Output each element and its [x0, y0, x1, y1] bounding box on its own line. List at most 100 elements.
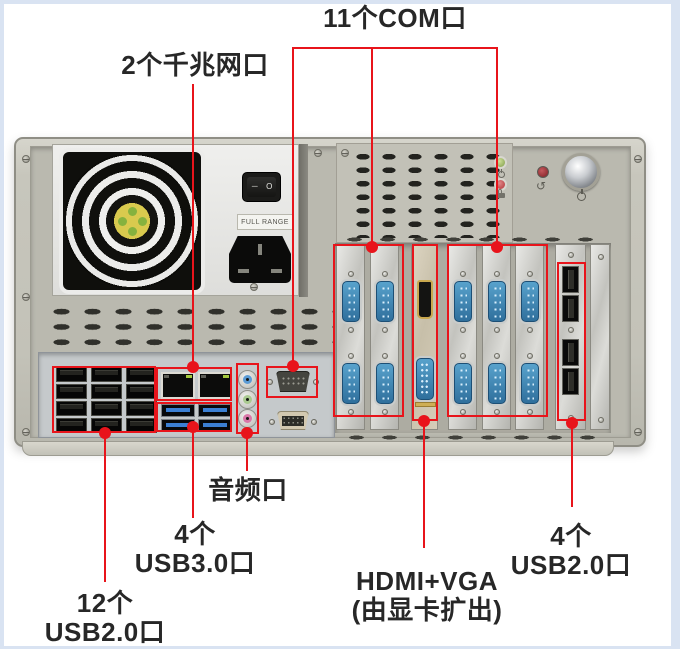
callout-line-usb12	[104, 433, 106, 582]
callout-line-com-right	[496, 47, 498, 247]
callout-box-audio	[236, 363, 259, 434]
slot-vents-bottom	[340, 434, 602, 441]
callout-box-usb12	[52, 366, 156, 433]
callout-hdmi-note: (由显卡扩出)	[351, 594, 503, 625]
vent-grid-panel	[336, 143, 513, 243]
callout-usb12-text: USB2.0口	[44, 616, 166, 647]
hdmi-port	[417, 280, 433, 319]
motherboard-io-panel	[38, 352, 335, 438]
power-icon	[577, 189, 586, 201]
usb2-port	[562, 266, 579, 293]
callout-box-hdmi-card	[412, 244, 438, 421]
callout-box-com-mb	[266, 366, 318, 398]
com-port	[340, 271, 362, 333]
callout-line-audio	[246, 433, 248, 471]
com-card-bracket	[515, 244, 544, 430]
power-rocker-switch: － O	[242, 172, 281, 202]
usb2-port	[562, 368, 579, 395]
com-port	[452, 353, 474, 415]
vga-port-motherboard	[269, 409, 317, 434]
vent-grid	[350, 150, 504, 238]
com-card-bracket	[370, 244, 399, 430]
callout-box-usb4	[557, 262, 586, 421]
com-card-bracket	[448, 244, 477, 430]
callout-dot	[99, 427, 111, 439]
callout-hdmi-text: HDMI+VGA	[356, 566, 498, 596]
power-button	[562, 153, 600, 191]
callout-line-com-mid	[371, 47, 373, 247]
callout-line-lan	[192, 84, 194, 367]
callout-line-com-left	[292, 47, 294, 366]
psu-fan-grille	[64, 153, 200, 289]
lan-port	[198, 372, 232, 399]
usb2-port	[562, 339, 579, 366]
page-edge	[0, 646, 680, 649]
callout-usb4-count: 4个	[550, 521, 592, 551]
psu-fan-hub	[128, 217, 137, 226]
callout-label-usb12: 12个 USB2.0口	[25, 589, 185, 646]
screw	[598, 254, 604, 260]
screw	[341, 149, 349, 157]
callout-line-hdmi	[423, 421, 425, 548]
blank-bracket	[590, 244, 610, 430]
com-port	[519, 271, 541, 333]
callout-usb3-count: 4个	[174, 519, 216, 549]
page-edge	[0, 0, 4, 649]
screw	[598, 417, 604, 423]
callout-usb12-count: 12个	[76, 588, 134, 618]
audio-jack-line-out	[238, 390, 257, 409]
audio-jack-line-in	[238, 370, 257, 389]
callout-label-com: 11个COM口	[323, 3, 467, 33]
callout-box-com-cards-left	[333, 244, 404, 417]
com-port	[519, 353, 541, 415]
page-edge	[0, 0, 680, 4]
callout-label-lan: 2个千兆网口	[121, 50, 269, 80]
screw	[22, 428, 30, 436]
reset-button	[537, 166, 549, 178]
callout-label-audio: 音频口	[208, 475, 288, 505]
callout-line-usb4	[571, 423, 573, 507]
callout-label-hdmi-vga: HDMI+VGA (由显卡扩出)	[332, 567, 522, 624]
callout-usb3-text: USB3.0口	[134, 547, 256, 578]
hdd-led-icon	[497, 189, 505, 198]
full-range-label: FULL RANGE	[237, 214, 293, 230]
chassis-bottom-flange	[22, 441, 614, 456]
usb-bracket	[555, 244, 586, 430]
reset-icon: ↺	[536, 179, 547, 193]
callout-dot	[418, 415, 430, 427]
com-port	[374, 271, 396, 333]
screw	[314, 149, 322, 157]
usb2-port	[91, 384, 122, 399]
screw	[568, 327, 574, 333]
com-port	[340, 353, 362, 415]
screw	[22, 293, 30, 301]
screw	[22, 155, 30, 163]
callout-bracket-com	[292, 47, 498, 49]
switch-off-mark: O	[266, 182, 273, 191]
expansion-slot-area	[335, 243, 611, 433]
com-port	[452, 271, 474, 333]
screw	[634, 155, 642, 163]
com-port	[486, 271, 508, 333]
usb2-port	[56, 401, 87, 416]
com-card-bracket	[336, 244, 365, 430]
screw	[250, 283, 258, 291]
page-edge	[671, 0, 680, 649]
com-port	[486, 353, 508, 415]
slot-vents-top	[338, 236, 600, 243]
callout-box-lan	[156, 367, 232, 401]
power-supply-panel: － O FULL RANGE	[52, 144, 299, 296]
power-led-icon	[498, 169, 505, 178]
vga-port	[415, 352, 436, 410]
ac-power-inlet	[229, 236, 291, 283]
callout-label-usb4: 4个 USB2.0口	[491, 522, 651, 579]
usb2-port-block	[56, 367, 157, 433]
switch-on-mark: －	[250, 182, 259, 191]
psu-bay-divider	[299, 144, 308, 297]
com-port	[374, 353, 396, 415]
com-card-bracket	[482, 244, 511, 430]
callout-label-usb3: 4个 USB3.0口	[115, 520, 275, 577]
screw	[568, 252, 574, 258]
usb2-port	[56, 384, 87, 399]
vent-rows	[46, 304, 333, 350]
